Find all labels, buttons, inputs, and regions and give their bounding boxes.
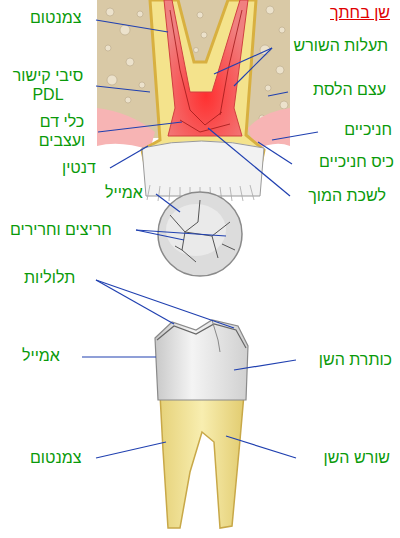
part-label: לשכת המוך: [308, 186, 386, 205]
part-label: שורש השן: [324, 448, 390, 467]
part-label: צמנטום: [30, 8, 81, 27]
part-label: סיבי קישור PDL: [2, 66, 94, 104]
part-label: עצם הלסת: [313, 80, 386, 99]
part-label: דנטין: [62, 158, 96, 177]
part-label: תעלות השורש: [294, 36, 388, 55]
part-label: כלי דם ועצבים: [28, 112, 96, 150]
part-label: תלוליות: [24, 268, 75, 287]
diagram-title: שן בחתך: [330, 3, 390, 22]
part-label: צמנטום: [30, 448, 81, 467]
part-label: חריצים וחרירים: [10, 220, 112, 239]
part-label: אמייל: [22, 346, 60, 365]
part-label: אמייל: [105, 183, 143, 202]
part-label: כיס חניכיים: [319, 152, 394, 171]
part-label: חניכיים: [344, 120, 392, 139]
part-label: כותרת השן: [319, 350, 392, 369]
